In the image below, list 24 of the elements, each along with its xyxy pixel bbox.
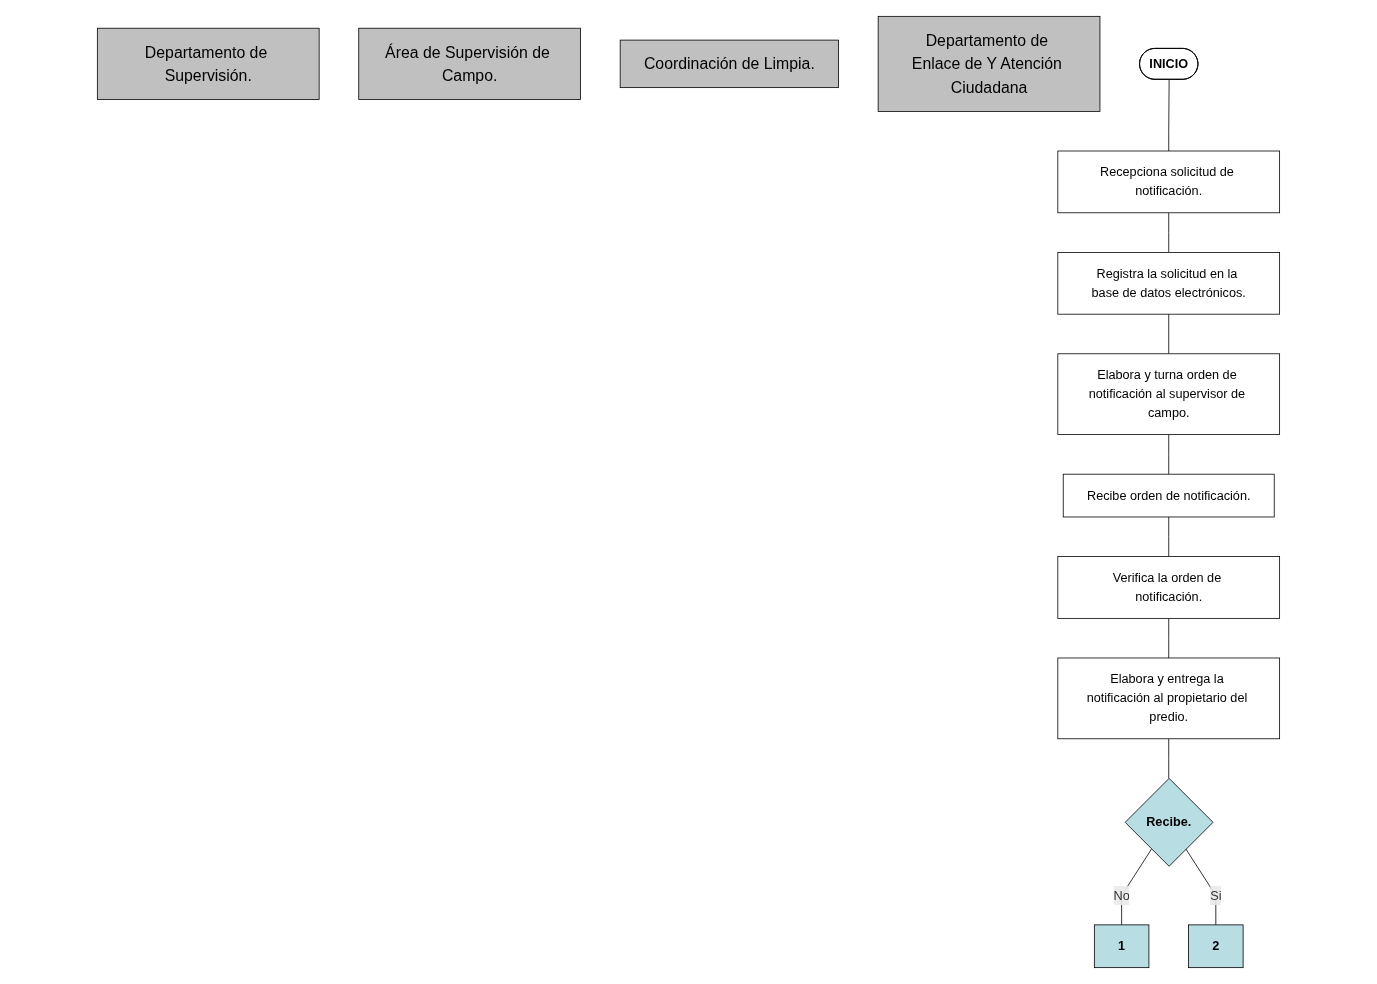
connector (1168, 516, 1170, 557)
node-box: Departamento de Enlace de Y Atención Ciudadana (877, 15, 1101, 112)
node-box: Elabora y entrega la notificación al propietario del predio. (1057, 657, 1281, 740)
connector (1168, 434, 1170, 475)
node-box: Área de Supervisión de Campo. (358, 27, 581, 100)
node-box: Recepciona solicitud de notificación. (1057, 150, 1281, 214)
node-diamond: Recibe. (1124, 778, 1214, 867)
connector (1168, 212, 1170, 253)
node-box: Elabora y turna orden de notificación al supervisor de campo. (1057, 353, 1281, 435)
node-box: Verifica la orden de notificación. (1057, 556, 1281, 619)
connector (1168, 313, 1170, 355)
edge-label: No (1113, 888, 1130, 902)
connector (1168, 617, 1170, 659)
connector (1168, 79, 1170, 152)
edge-label: Si (1210, 888, 1222, 902)
connector (1168, 738, 1170, 779)
node-box: Registra la solicitud en la base de datos electrónicos. (1057, 252, 1281, 315)
node-box: 1 (1093, 924, 1150, 969)
node-box: Departamento de Supervisión. (96, 27, 320, 100)
connector (1185, 848, 1217, 926)
node-box: Coordinación de Limpia. (619, 39, 839, 89)
connector (1121, 848, 1152, 926)
node-box: 2 (1188, 924, 1244, 969)
node-box: Recibe orden de notificación. (1062, 473, 1275, 518)
